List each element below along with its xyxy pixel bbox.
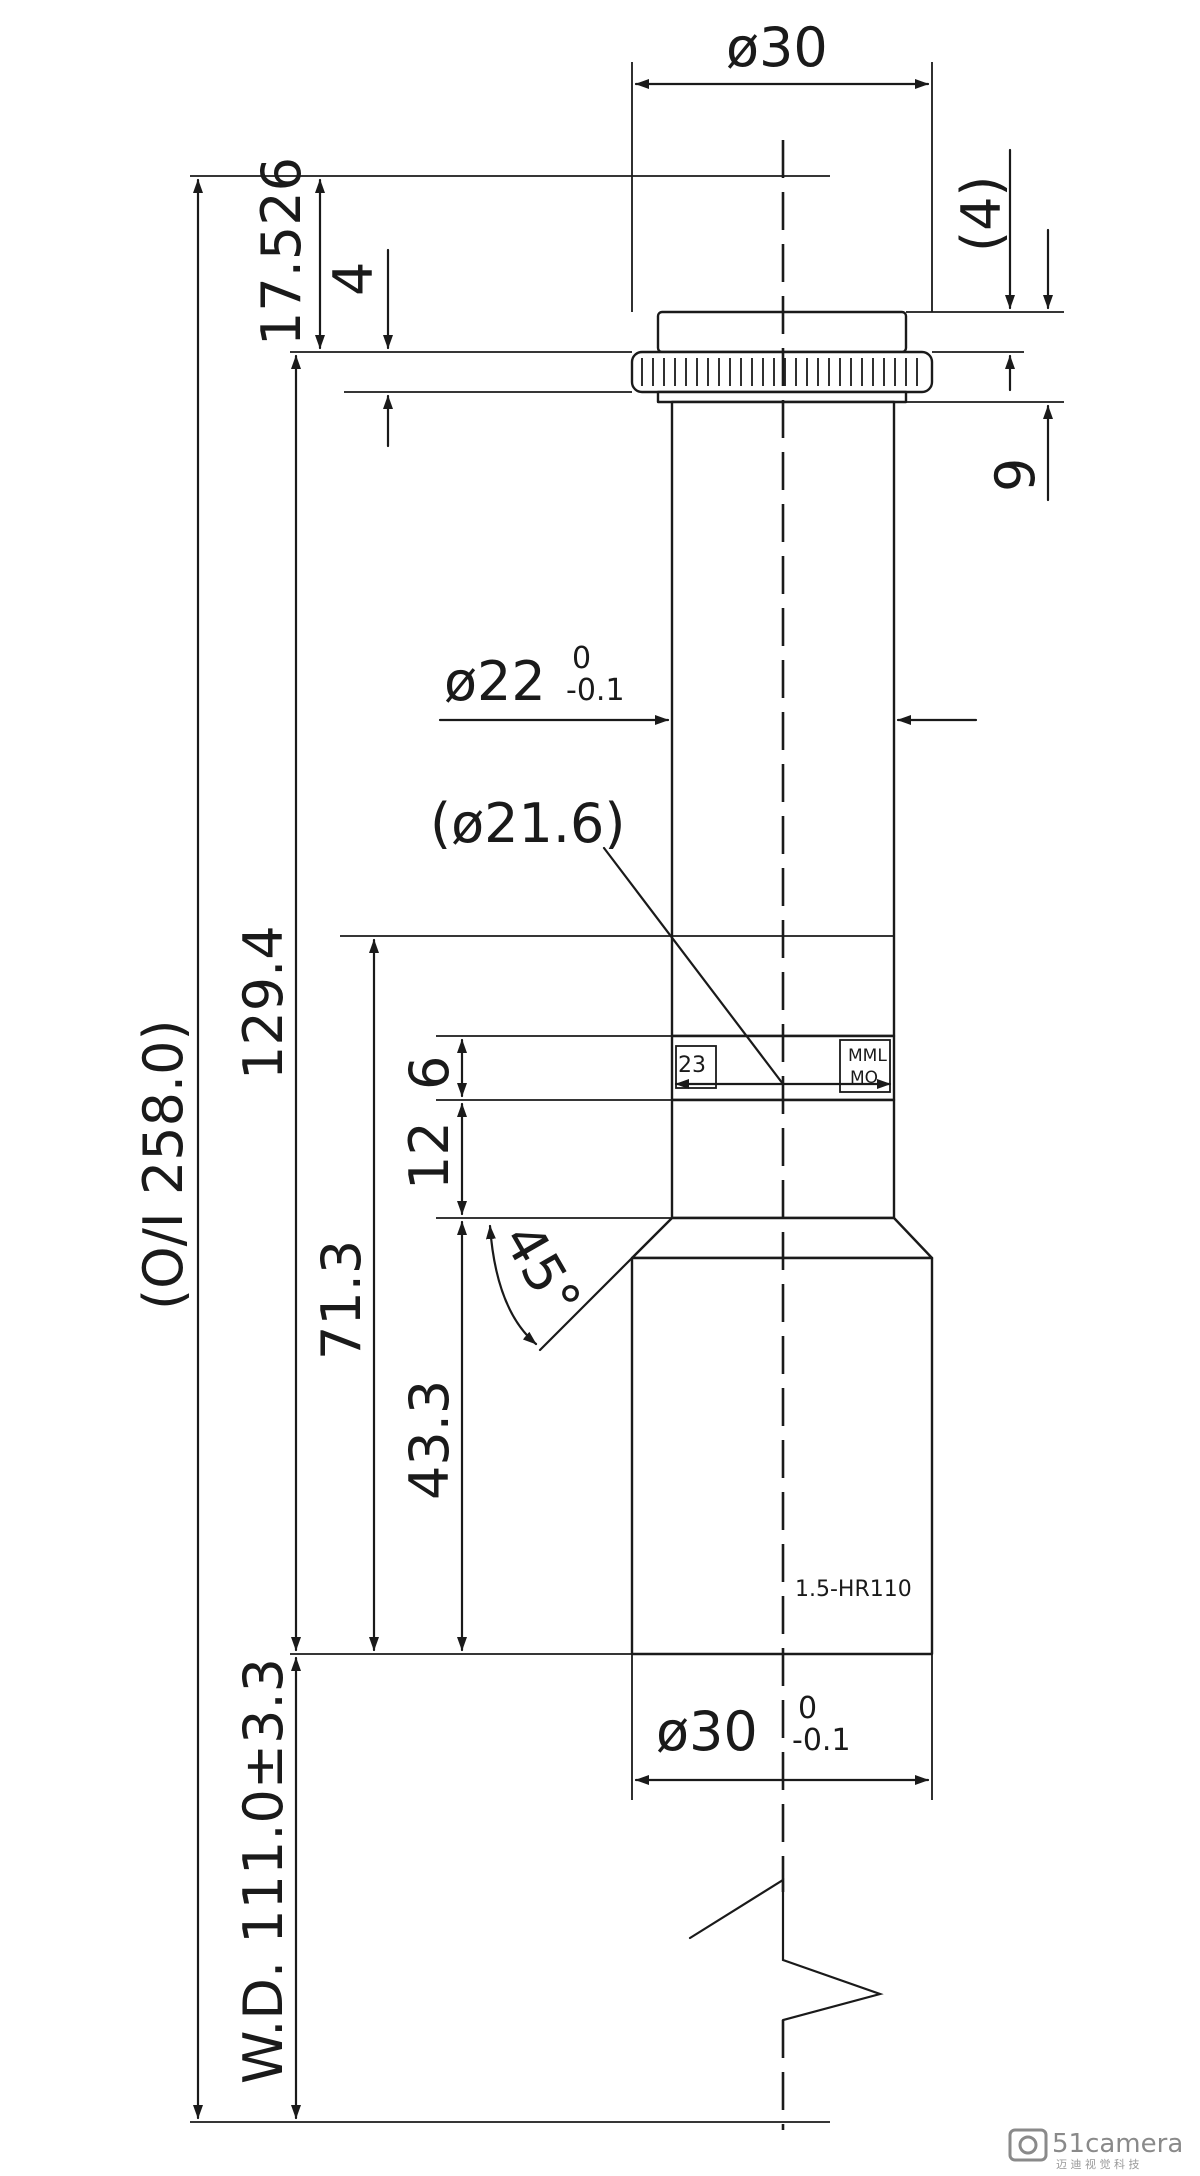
svg-text:6: 6 [398,1056,461,1090]
watermark-brand: 51camera [1052,2129,1183,2159]
svg-text:-0.1: -0.1 [566,673,625,708]
dim-lower-body: 43.3 [398,1220,467,1652]
band-mark-left [675,1045,717,1089]
svg-text:ø30: ø30 [726,16,828,79]
dim-bottom-diameter: ø30 0 -0.1 [631,1654,933,1800]
break-symbol [688,1878,884,2022]
model-label: 1.5-HR110 [795,1577,912,1602]
dim-overall: (O/I 258.0) [132,178,830,2123]
dim-working-distance: W.D. 111.0±3.3 [232,1656,301,2120]
camera-logo-icon [1008,2128,1048,2162]
svg-text:4: 4 [322,262,385,296]
dim-ring-width: 6 12 [398,1035,672,1219]
dim-chamfer-angle: 45° [485,1213,634,1352]
svg-text:W.D. 111.0±3.3: W.D. 111.0±3.3 [232,1658,295,2084]
camera-lens-icon [1018,2135,1038,2155]
svg-text:12: 12 [398,1121,461,1190]
svg-text:17.526: 17.526 [250,157,313,346]
dim-ring-diameter: (ø21.6) [430,792,892,1089]
center-line [688,140,884,2130]
svg-text:-0.1: -0.1 [792,1723,851,1758]
svg-text:0: 0 [798,1691,817,1726]
watermark-sub: 迈 迪 视 觉 科 技 [1056,2157,1139,2171]
svg-text:(O/I 258.0): (O/I 258.0) [132,1019,195,1310]
svg-text:45°: 45° [491,1213,593,1327]
svg-text:9: 9 [984,458,1047,492]
dim-top-diameter: ø30 [631,16,933,312]
knurl-pattern [641,358,918,386]
svg-text:43.3: 43.3 [398,1380,461,1500]
dim-left-top: 17.526 4 [190,157,830,448]
svg-text:ø22: ø22 [444,650,546,713]
dim-from-ring: 71.3 [310,935,894,1652]
svg-text:129.4: 129.4 [232,925,295,1080]
svg-text:(ø21.6): (ø21.6) [430,792,625,855]
svg-text:0: 0 [572,641,591,676]
svg-text:ø30: ø30 [656,1700,758,1763]
band-mark-right [839,1039,891,1093]
svg-text:(4): (4) [950,176,1013,253]
dim-right-top: (4) 9 [906,148,1064,502]
watermark: 51camera 迈 迪 视 觉 科 技 [1008,2128,1183,2171]
dim-body-length: 129.4 [232,354,632,1655]
band-mark-left-text: 23 [678,1053,706,1078]
band-mark-right-text-top: MML [848,1046,887,1066]
dim-tube-diameter: ø22 0 -0.1 [438,641,978,725]
svg-text:71.3: 71.3 [310,1240,373,1360]
